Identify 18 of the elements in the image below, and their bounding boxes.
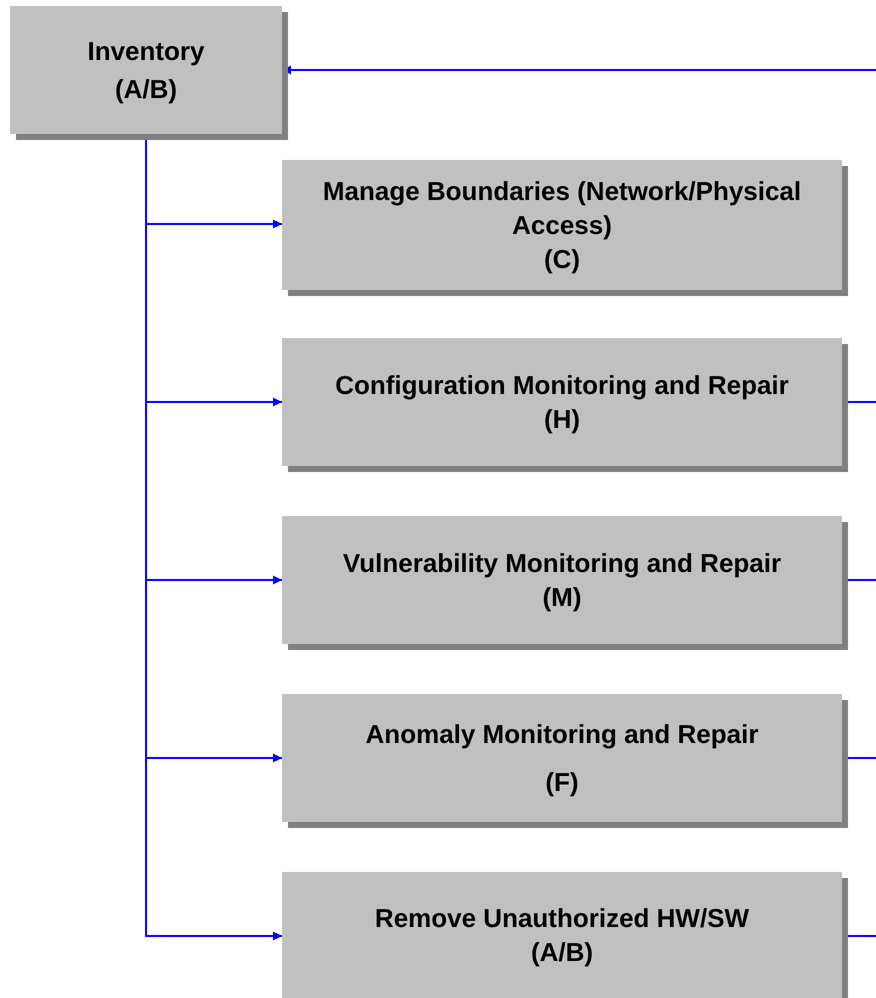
box-code: (F) (545, 766, 579, 799)
process-box (282, 160, 842, 290)
inventory-box (10, 6, 282, 134)
box-title: Inventory (87, 35, 205, 68)
process-box (282, 872, 842, 998)
process-box (282, 338, 842, 466)
box-title: Remove Unauthorized HW/SW (374, 902, 750, 935)
box-title: Configuration Monitoring and Repair (335, 369, 789, 402)
box-code: (H) (544, 403, 580, 436)
box-code: (A/B) (530, 936, 594, 969)
box-code: (C) (544, 243, 580, 276)
box-title: Anomaly Monitoring and Repair (366, 718, 758, 751)
box-title: Manage Boundaries (Network/Physical Access) (322, 175, 802, 242)
box-code: (A/B) (114, 73, 178, 106)
process-box (282, 694, 842, 822)
box-code: (M) (542, 581, 582, 614)
box-title: Vulnerability Monitoring and Repair (342, 547, 782, 580)
process-box (282, 516, 842, 644)
